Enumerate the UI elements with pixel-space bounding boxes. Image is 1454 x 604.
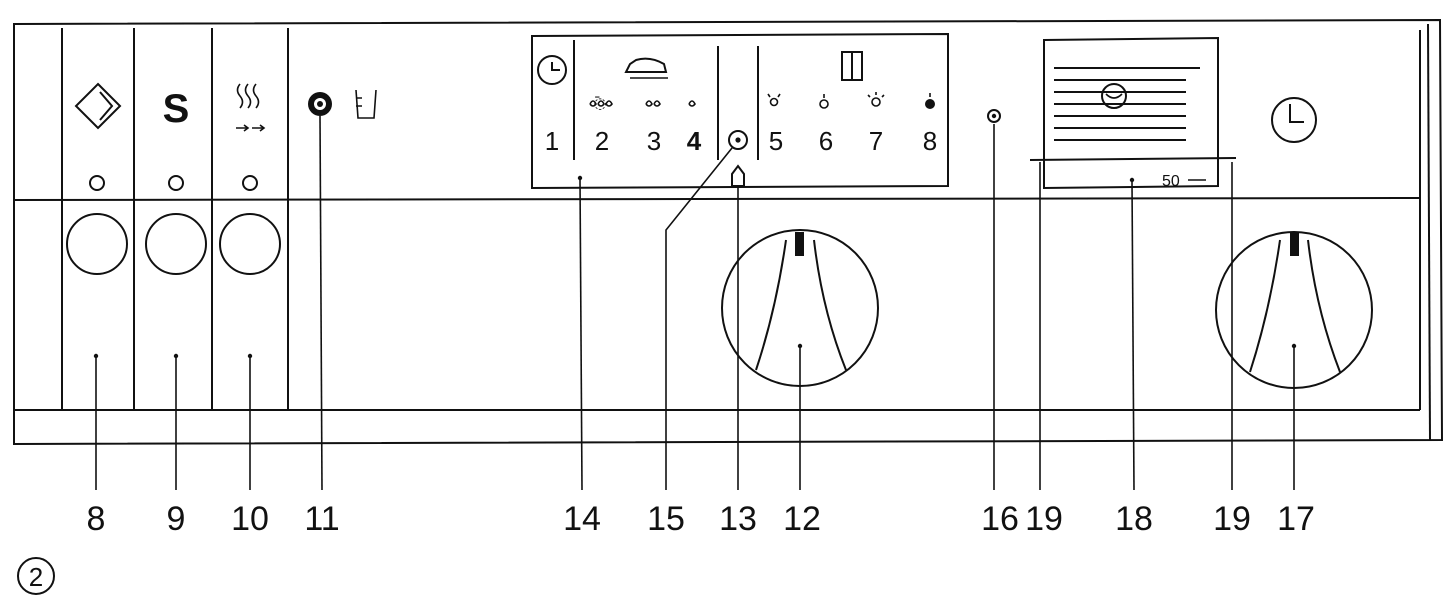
start-marker-15: [728, 130, 748, 150]
indicator-lamp-11: [308, 89, 377, 491]
callout-9: 9: [167, 500, 186, 538]
indicator-light-9: [168, 175, 184, 191]
svg-text:߫: ߫: [593, 95, 606, 112]
callout-dot-18: [1129, 177, 1135, 183]
start-diamond-icon: [74, 82, 122, 130]
steam-icon: [236, 83, 266, 132]
timer-clock-icon: [1271, 97, 1317, 143]
scale-label-8: 8: [923, 126, 937, 156]
callout-dot-12: [797, 343, 803, 349]
s-symbol: S: [163, 87, 190, 131]
callout-dot-8: [93, 353, 99, 359]
callout-16: 16: [981, 500, 1019, 538]
callout-17: 17: [1277, 500, 1315, 538]
start-button[interactable]: [66, 82, 128, 490]
timer-scale-mark: 50: [1162, 173, 1180, 190]
callout-11: 11: [304, 500, 339, 538]
drum-icon: [1101, 83, 1127, 109]
scale-label-2: 2: [595, 126, 609, 156]
callout-labels: 8 9 10 11 14 15 13 12 16 19 18 19 17: [87, 500, 1315, 538]
button-columns: [61, 28, 289, 410]
scale-label-7: 7: [869, 126, 883, 156]
callout-dot-10: [247, 353, 253, 359]
timer-window: 50: [1029, 36, 1237, 491]
callout-10: 10: [231, 500, 269, 538]
wardrobe-icon: [841, 51, 863, 81]
callout-14: 14: [563, 500, 601, 538]
panel-frame: [13, 18, 1444, 446]
scale-label-3: 3: [647, 126, 661, 156]
push-button-8[interactable]: [66, 213, 128, 275]
push-button-9[interactable]: [145, 213, 207, 275]
scale-label-5: 5: [769, 126, 783, 156]
clock-icon: [537, 55, 567, 85]
callout-19-right: 19: [1213, 500, 1251, 538]
dry-level-symbols: [767, 92, 935, 109]
dial-pointer-13: [731, 164, 745, 490]
scale-label-4: 4: [687, 126, 702, 156]
program-scale-box: ߫ 1 2 3 4 5 6 7 8: [531, 32, 949, 190]
indicator-light-10: [242, 175, 258, 191]
iron-icon: [624, 57, 668, 79]
timer-knob[interactable]: [1215, 231, 1373, 490]
indicator-light-8: [89, 175, 105, 191]
callout-13: 13: [719, 500, 757, 538]
s-button[interactable]: S: [145, 87, 207, 490]
callout-18: 18: [1115, 500, 1153, 538]
callout-dot-14: [577, 175, 583, 181]
scale-label-6: 6: [819, 126, 833, 156]
callout-dot-9: [173, 353, 179, 359]
program-selector-knob[interactable]: [721, 229, 879, 490]
lamp-icon: [308, 92, 332, 116]
callout-12: 12: [783, 500, 821, 538]
push-button-10[interactable]: [219, 213, 281, 275]
scale-label-1: 1: [545, 126, 559, 156]
callout-15: 15: [647, 500, 685, 538]
figure-number: 2: [17, 557, 55, 595]
svg-text:2: 2: [29, 562, 43, 592]
iron-drops: ߫: [589, 95, 696, 112]
callout-8: 8: [87, 500, 106, 538]
indicator-16: [987, 109, 1001, 490]
steam-button[interactable]: [219, 83, 281, 490]
callout-dot-17: [1291, 343, 1297, 349]
callout-19-left: 19: [1025, 500, 1063, 538]
beaker-icon: [355, 89, 377, 119]
